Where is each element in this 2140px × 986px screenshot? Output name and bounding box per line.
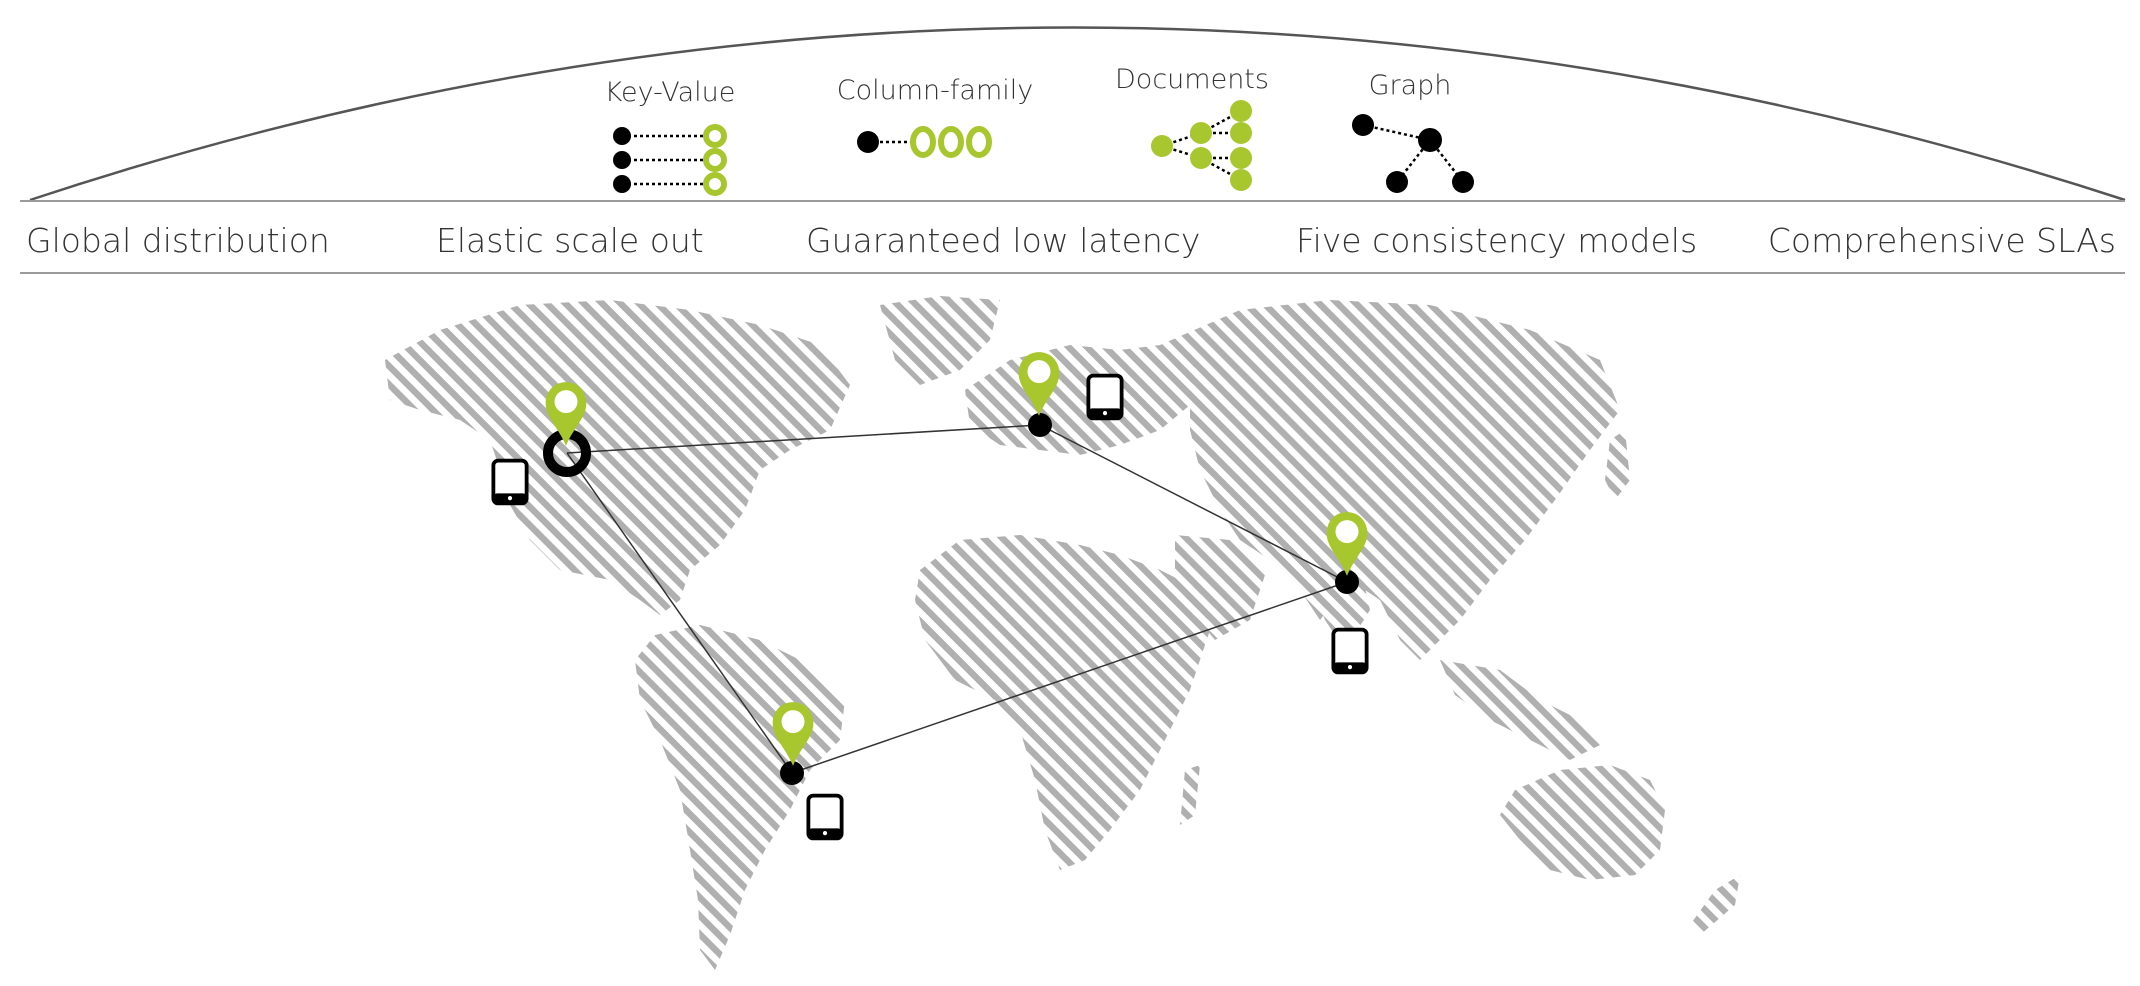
feature-five-consistency-models: Five consistency models [1296, 221, 1697, 260]
island-madagascar [1180, 765, 1200, 825]
continent-europe [965, 345, 1195, 455]
region-node [1028, 413, 1052, 437]
continent-australia [1500, 765, 1665, 880]
link-south-america-north-america [566, 452, 793, 774]
island-uk [975, 385, 1000, 425]
region-north-america[interactable] [491, 382, 591, 506]
continent-asia [1160, 300, 1620, 660]
island-new-zealand [1690, 875, 1740, 935]
island-japan [1605, 430, 1630, 500]
world-map [385, 296, 1740, 970]
tablet-icon [1331, 627, 1369, 675]
column-family-icon [857, 126, 992, 158]
region-node [780, 761, 804, 785]
continent-southeast-asia [1440, 660, 1600, 760]
model-label-graph: Graph [1369, 70, 1452, 101]
continent-greenland [880, 296, 1000, 385]
region-asia[interactable] [1326, 512, 1369, 675]
continent-north-america [385, 300, 850, 615]
replication-links [566, 424, 1348, 774]
documents-icon [1151, 100, 1252, 191]
region-europe[interactable] [1018, 352, 1124, 437]
continent-arabia [1175, 535, 1265, 640]
region-node [1335, 570, 1359, 594]
feature-comprehensive-slas: Comprehensive SLAs [1768, 221, 2116, 260]
graph-icon [1352, 114, 1474, 193]
model-label-column-family: Column-family [837, 75, 1033, 106]
link-north-america-europe [566, 424, 1041, 454]
arc-curve [29, 26, 2126, 202]
model-label-key-value: Key-Value [605, 77, 736, 108]
tablet-icon [1086, 373, 1124, 421]
tablet-icon [806, 793, 844, 841]
region-south-america[interactable] [772, 702, 844, 841]
feature-global-distribution: Global distribution [26, 221, 330, 260]
key-value-icon [613, 124, 727, 196]
feature-elastic-scale-out: Elastic scale out [436, 221, 704, 260]
continent-africa [915, 535, 1210, 870]
link-asia-south-america [791, 581, 1348, 774]
link-europe-asia [1039, 424, 1348, 583]
model-label-documents: Documents [1115, 64, 1269, 95]
feature-guaranteed-low-latency: Guaranteed low latency [806, 221, 1200, 260]
tablet-icon [491, 458, 529, 506]
